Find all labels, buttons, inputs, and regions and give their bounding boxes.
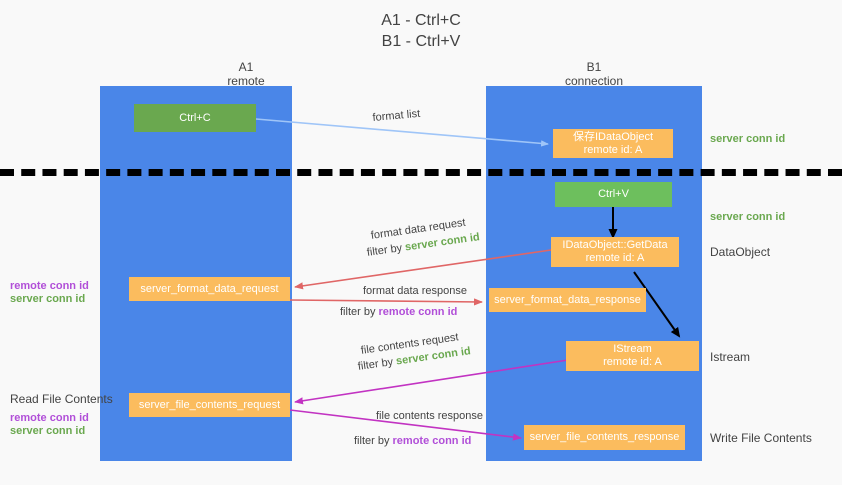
node-store-idataobject-line2: remote id: A [583, 143, 643, 156]
node-server-file-contents-response[interactable]: server_file_contents_response [524, 425, 685, 450]
label-right-dataobject: DataObject [710, 245, 771, 259]
label-left-server-conn-id-1: server conn id [10, 293, 86, 305]
node-getdata-line2: remote id: A [585, 252, 645, 264]
arrow-file-contents-request [294, 359, 569, 405]
label-left-remote-conn-id-1: remote conn id [10, 280, 89, 292]
label-left-remote-conn-id-2: remote conn id [10, 412, 89, 424]
label-file-contents-response: file contents response [376, 410, 484, 422]
label-right-istream: Istream [710, 350, 751, 364]
node-istream-line1: IStream [613, 343, 652, 355]
label-right-write-file-contents: Write File Contents [710, 431, 812, 445]
label-left-read-file-contents: Read File Contents [10, 392, 113, 406]
column-b1-name: B1 [586, 60, 602, 74]
filter-key-2: remote conn id [378, 306, 458, 318]
filter-key-4: remote conn id [392, 435, 472, 447]
arrow-format-list [255, 118, 549, 147]
node-idataobject-getdata[interactable]: IDataObject::GetData remote id: A [551, 237, 679, 267]
label-format-data-response-filter: filter by remote conn id [340, 305, 457, 319]
title-line-2: B1 - Ctrl+V [381, 33, 461, 50]
node-server-format-data-request-label: server_format_data_request [140, 282, 279, 295]
label-right-server-conn-id-mid: server conn id [710, 211, 786, 223]
label-format-data-response: format data response [363, 285, 467, 297]
phase-divider [0, 169, 842, 176]
column-header-a1: A1 remote [100, 60, 392, 88]
column-b1-sub: connection [564, 74, 624, 88]
node-getdata-line1: IDataObject::GetData [562, 239, 668, 251]
diagram-title: A1 - Ctrl+C B1 - Ctrl+V [0, 10, 842, 52]
label-left-server-conn-id-2: server conn id [10, 425, 86, 437]
arrow-getdata-to-istream [633, 271, 681, 338]
arrow-format-data-request [294, 249, 552, 290]
node-server-file-contents-request[interactable]: server_file_contents_request [129, 393, 290, 417]
node-server-format-data-response-label: server_format_data_response [494, 293, 641, 306]
column-a1-sub: remote [227, 74, 265, 88]
arrow-file-contents-response [289, 409, 522, 441]
node-store-idataobject[interactable]: 保存IDataObject remote id: A [553, 129, 673, 158]
node-ctrl-v-label: Ctrl+V [598, 188, 629, 200]
node-istream-line2: remote id: A [603, 356, 662, 368]
filter-prefix-4: filter by [354, 435, 393, 447]
filter-prefix-2: filter by [340, 306, 379, 318]
node-server-format-data-request[interactable]: server_format_data_request [129, 277, 290, 301]
node-server-format-data-response[interactable]: server_format_data_response [489, 288, 646, 312]
node-server-file-contents-response-label: server_file_contents_response [529, 431, 680, 443]
node-ctrl-c[interactable]: Ctrl+C [134, 104, 256, 132]
node-store-idataobject-line1: 保存IDataObject [572, 130, 654, 143]
label-file-contents-response-filter: filter by remote conn id [354, 434, 471, 448]
node-server-file-contents-request-label: server_file_contents_request [138, 398, 281, 411]
column-header-b1: B1 connection [486, 60, 702, 88]
title-line-1: A1 - Ctrl+C [381, 12, 461, 29]
label-right-server-conn-id-top: server conn id [710, 133, 786, 145]
column-a1-name: A1 [238, 60, 254, 74]
node-istream[interactable]: IStream remote id: A [566, 341, 699, 371]
arrow-format-data-response [289, 298, 483, 306]
node-ctrl-v[interactable]: Ctrl+V [555, 182, 672, 207]
node-ctrl-c-label: Ctrl+C [179, 111, 211, 124]
